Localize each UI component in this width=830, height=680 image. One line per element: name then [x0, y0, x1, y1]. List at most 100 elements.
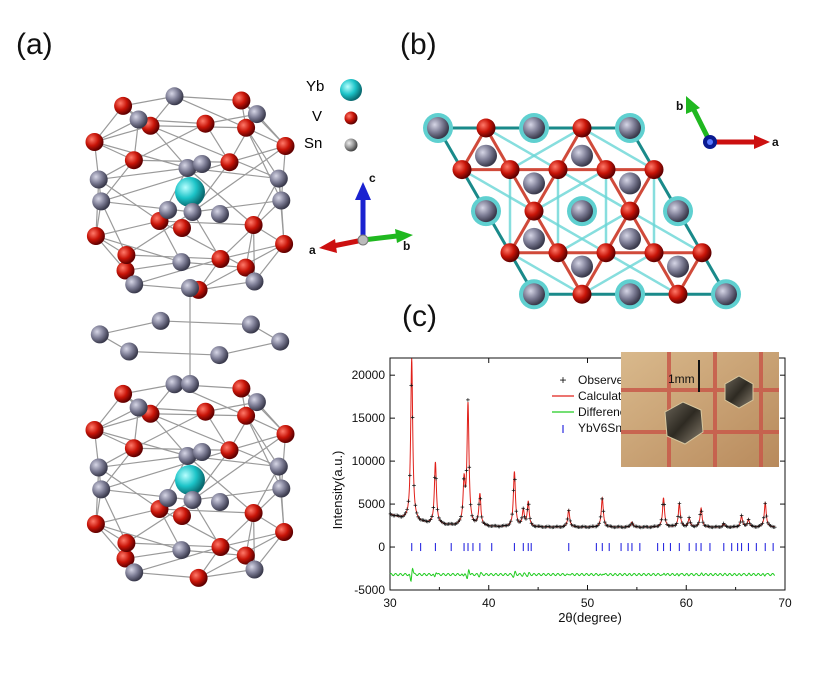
atom-v [620, 201, 640, 221]
observed-point [676, 514, 680, 519]
atom-sn [272, 479, 291, 498]
observed-point [413, 503, 418, 508]
observed-point [466, 398, 470, 402]
y-tick-label: 10000 [352, 454, 386, 468]
atom-v [572, 118, 592, 138]
atom-v [596, 243, 616, 263]
axis-c-label-a: c [369, 171, 376, 185]
atom-v [124, 439, 143, 458]
observed-point [528, 516, 532, 521]
atom-yb [175, 177, 205, 207]
observed-point [763, 501, 767, 506]
atom-v [237, 118, 256, 137]
observed-point [685, 521, 690, 525]
x-tick-label: 40 [482, 596, 496, 610]
observed-point [679, 515, 683, 520]
observed-point [457, 518, 462, 522]
observed-point [507, 522, 512, 526]
observed-point [526, 502, 531, 507]
y-tick-label: -5000 [354, 583, 385, 597]
observed-point [428, 517, 433, 522]
observed-point [529, 521, 534, 526]
observed-point [414, 511, 419, 515]
observed-point [456, 520, 461, 524]
atom-sn [183, 203, 202, 221]
atom-sn [427, 117, 449, 139]
atom-v [117, 246, 136, 264]
observed-point [677, 501, 682, 506]
axis-b-label-b: b [676, 99, 683, 113]
atom-sn [129, 398, 148, 417]
atom-v [116, 261, 135, 280]
observed-point [601, 509, 606, 514]
observed-point [684, 523, 689, 528]
observed-point [463, 484, 467, 488]
observed-point [511, 488, 516, 493]
atom-v [85, 133, 104, 151]
panel-label-a: (a) [16, 28, 53, 61]
legend-bragg: YbV6Sn6 [578, 421, 629, 435]
observed-point [741, 520, 745, 524]
atom-sn [193, 443, 211, 461]
observed-point [695, 523, 700, 527]
observed-point [598, 515, 603, 519]
atom-sn [269, 169, 288, 188]
panel-label-b: (b) [400, 28, 437, 61]
crystal-photo: 1mm [621, 352, 779, 467]
observed-point [430, 514, 434, 519]
legend-yb-swatch [340, 79, 362, 101]
observed-point [766, 521, 770, 525]
observed-point [600, 497, 604, 501]
legend-sn-swatch [344, 138, 358, 152]
chart-legend: + Observed Calculated Difference YbV6Sn6 [552, 373, 635, 435]
observed-point [662, 502, 667, 507]
atom-sn [172, 541, 191, 560]
legend-label-sn: Sn [304, 135, 323, 152]
observed-point [568, 519, 573, 523]
atom-sn [619, 283, 641, 306]
observed-point [478, 496, 483, 501]
atom-sn [210, 346, 229, 365]
observed-point [659, 517, 664, 522]
x-tick-label: 60 [680, 596, 694, 610]
observed-point [522, 514, 527, 519]
atom-sn [159, 489, 177, 507]
atom-v [114, 384, 133, 403]
atom-sn [571, 200, 593, 223]
observed-point [565, 517, 570, 521]
atom-sn [211, 205, 229, 223]
observed-point [467, 465, 472, 470]
observed-point [459, 514, 463, 519]
atom-v [500, 160, 520, 180]
atom-v [124, 151, 143, 170]
observed-point [680, 521, 685, 525]
atom-sn [159, 201, 177, 219]
observed-point [524, 517, 528, 521]
panel-label-c: (c) [402, 300, 437, 333]
scale-label: 1mm [668, 372, 695, 386]
atom-v [500, 243, 520, 263]
atom-sn [165, 375, 184, 394]
y-tick-label: 0 [378, 540, 385, 554]
observed-point [437, 516, 441, 520]
atom-v [116, 549, 135, 568]
atom-sn [92, 480, 111, 499]
atom-v [572, 284, 592, 304]
observed-point [468, 502, 473, 507]
observed-point [416, 515, 420, 519]
observed-point [746, 517, 751, 522]
observed-point [701, 520, 705, 524]
atom-sn [89, 458, 108, 477]
atom-sn [247, 105, 266, 124]
observed-point [698, 512, 702, 517]
observed-point [739, 513, 744, 518]
atom-sn [165, 87, 184, 106]
atom-v [452, 160, 472, 180]
observed-point [408, 473, 412, 478]
observed-point [773, 525, 777, 529]
atom-sn [667, 200, 689, 223]
atom-v [232, 91, 251, 110]
atom-v [275, 235, 294, 253]
atom-v [276, 425, 295, 443]
atom-v [276, 137, 295, 155]
